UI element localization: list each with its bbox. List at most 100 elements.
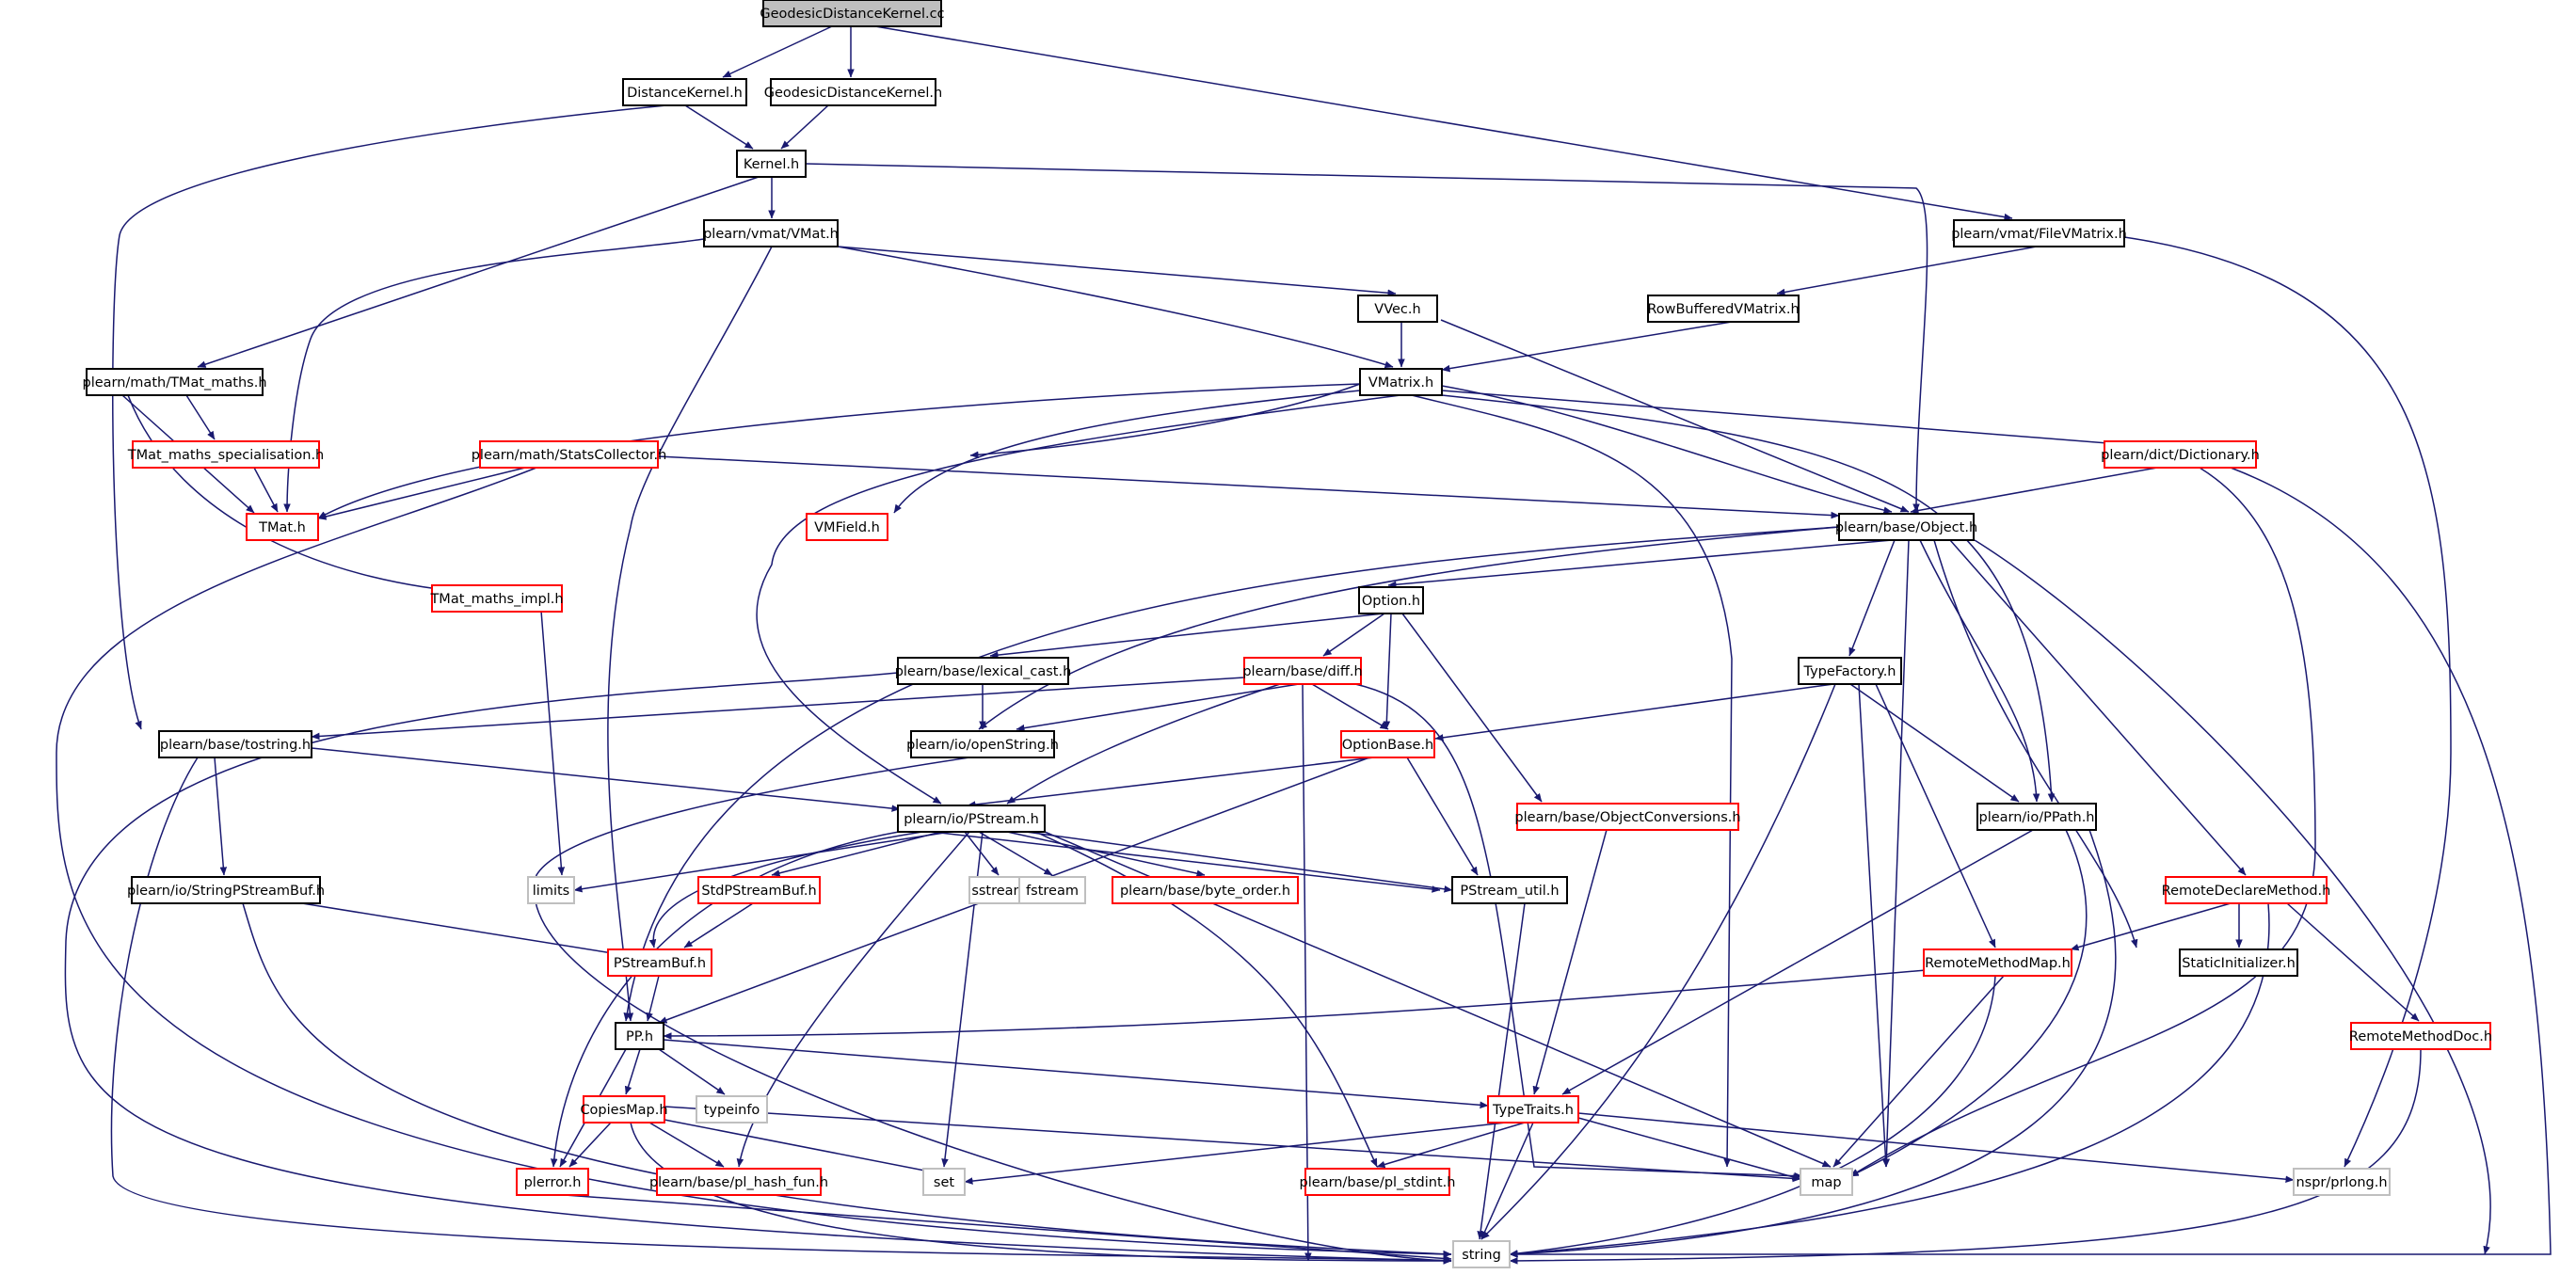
include-arrow	[663, 1039, 1489, 1109]
file-node-box	[1516, 803, 1739, 831]
include-edge	[1882, 539, 1910, 1168]
include-arrow	[969, 383, 1361, 459]
file-node[interactable]: StaticInitializer.h	[2179, 948, 2298, 977]
file-node[interactable]: TypeFactory.h	[1798, 657, 1902, 685]
include-arrow	[1933, 539, 2138, 948]
file-node[interactable]: TMat_maths_specialisation.h	[127, 440, 325, 469]
file-node-box	[656, 1168, 822, 1196]
include-edge	[969, 383, 1361, 459]
file-node-label: RemoteMethodMap.h	[1925, 956, 2071, 971]
file-node-label: plearn/io/PPath.h	[1978, 810, 2094, 825]
file-node[interactable]: plearn/base/pl_stdint.h	[1300, 1168, 1456, 1196]
file-node[interactable]: plearn/base/pl_hash_fun.h	[649, 1168, 828, 1196]
file-node-label: plearn/math/StatsCollector.h	[472, 448, 667, 463]
file-node[interactable]: TypeTraits.h	[1487, 1095, 1579, 1124]
file-node[interactable]: OptionBase.h	[1340, 730, 1435, 758]
file-node[interactable]: plearn/vmat/VMat.h	[703, 219, 839, 247]
file-node-box	[1112, 876, 1299, 904]
file-node[interactable]: StdPStreamBuf.h	[697, 876, 821, 904]
file-node-label: plearn/base/tostring.h	[160, 738, 311, 753]
file-node[interactable]: PStream_util.h	[1451, 876, 1568, 904]
file-node-label: VMatrix.h	[1368, 375, 1433, 390]
file-node-box	[2293, 1168, 2391, 1196]
include-edge	[311, 747, 901, 812]
file-node[interactable]: PP.h	[615, 1022, 664, 1050]
file-node-box	[770, 78, 936, 106]
include-edge	[1440, 319, 1910, 513]
include-arrow	[1480, 683, 1836, 1240]
file-node[interactable]: CopiesMap.h	[580, 1095, 668, 1124]
file-node-label: plearn/base/Object.h	[1835, 520, 1977, 535]
include-edge	[112, 104, 667, 730]
include-arrow	[1025, 831, 1453, 893]
file-node[interactable]: GeodesicDistanceKernel.cc	[760, 0, 945, 27]
file-node-label: plearn/base/byte_order.h	[1120, 884, 1290, 899]
include-arrow	[540, 610, 566, 876]
file-node[interactable]: TMat.h	[246, 513, 319, 541]
file-node[interactable]: RemoteDeclareMethod.h	[2162, 876, 2331, 904]
file-node[interactable]: Kernel.h	[736, 150, 807, 178]
include-edge	[1949, 539, 2247, 876]
include-arrow	[684, 104, 754, 150]
file-node-label: plearn/vmat/FileVMatrix.h	[1951, 227, 2127, 242]
include-arrow	[1016, 683, 1300, 732]
file-node-label: sstream	[971, 884, 1026, 899]
include-arrow	[780, 104, 829, 150]
include-arrow	[283, 238, 705, 513]
file-node-box	[1358, 586, 1424, 614]
include-arrow	[1354, 683, 1803, 1180]
file-node[interactable]: DistanceKernel.h	[622, 78, 747, 106]
file-node[interactable]: VMatrix.h	[1359, 368, 1443, 396]
include-edge	[1480, 683, 1836, 1240]
file-node[interactable]: plearn/base/Object.h	[1835, 513, 1977, 541]
file-node-box	[2165, 876, 2328, 904]
include-edge	[64, 672, 1452, 1265]
include-arrow	[1440, 319, 1910, 513]
include-edge	[1016, 683, 1300, 732]
file-node[interactable]: plerror.h	[516, 1168, 589, 1196]
include-arrow	[837, 246, 1397, 297]
file-node[interactable]: plearn/math/TMat_maths.h	[82, 368, 267, 396]
include-edge	[756, 394, 1401, 805]
file-node-label: PStream_util.h	[1460, 884, 1559, 899]
file-node[interactable]: TMat_maths_impl.h	[429, 584, 564, 613]
file-node[interactable]: RemoteMethodMap.h	[1923, 948, 2072, 977]
file-node[interactable]: plearn/base/byte_order.h	[1112, 876, 1299, 904]
file-node[interactable]: Option.h	[1358, 586, 1424, 614]
file-node[interactable]: plearn/base/lexical_cast.h	[895, 657, 1072, 685]
file-node[interactable]: VMField.h	[806, 513, 888, 541]
file-node: set	[922, 1168, 966, 1196]
include-edge	[317, 467, 526, 520]
include-edge	[533, 757, 1452, 1265]
file-node[interactable]: PStreamBuf.h	[607, 948, 712, 977]
file-node[interactable]: plearn/io/StringPStreamBuf.h	[127, 876, 325, 904]
include-edge	[1025, 831, 1453, 893]
file-node: nspr/prlong.h	[2293, 1168, 2391, 1196]
file-node[interactable]: plearn/vmat/FileVMatrix.h	[1951, 219, 2127, 247]
file-node-label: plearn/io/openString.h	[906, 738, 1059, 753]
file-node[interactable]: VVec.h	[1357, 295, 1438, 323]
include-arrow	[1910, 467, 2158, 515]
file-node-label: plearn/base/pl_stdint.h	[1300, 1175, 1456, 1190]
include-arrow	[1411, 394, 1733, 1168]
file-node[interactable]: RowBufferedVMatrix.h	[1647, 295, 1800, 323]
file-node[interactable]: plearn/math/StatsCollector.h	[472, 440, 667, 469]
include-edge	[1532, 829, 1608, 1095]
file-node[interactable]: plearn/io/PStream.h	[897, 805, 1046, 833]
file-node[interactable]: plearn/base/tostring.h	[158, 730, 312, 758]
include-edge	[197, 176, 760, 368]
file-node[interactable]: plearn/base/ObjectConversions.h	[1514, 803, 1741, 831]
include-arrow	[1401, 613, 1543, 803]
include-arrow	[623, 526, 1840, 1022]
include-arrow	[1882, 539, 1910, 1168]
include-arrow	[56, 467, 1452, 1258]
include-edge	[1509, 467, 2552, 1258]
file-node[interactable]: plearn/base/diff.h	[1242, 657, 1363, 685]
file-node[interactable]: plearn/io/PPath.h	[1976, 803, 2097, 831]
file-node[interactable]: plearn/io/openString.h	[906, 730, 1059, 758]
file-node[interactable]: plearn/dict/Dictionary.h	[2101, 440, 2260, 469]
file-node[interactable]: RemoteMethodDoc.h	[2349, 1022, 2492, 1050]
file-node-box	[583, 1095, 665, 1124]
file-node[interactable]: GeodesicDistanceKernel.h	[764, 78, 942, 106]
